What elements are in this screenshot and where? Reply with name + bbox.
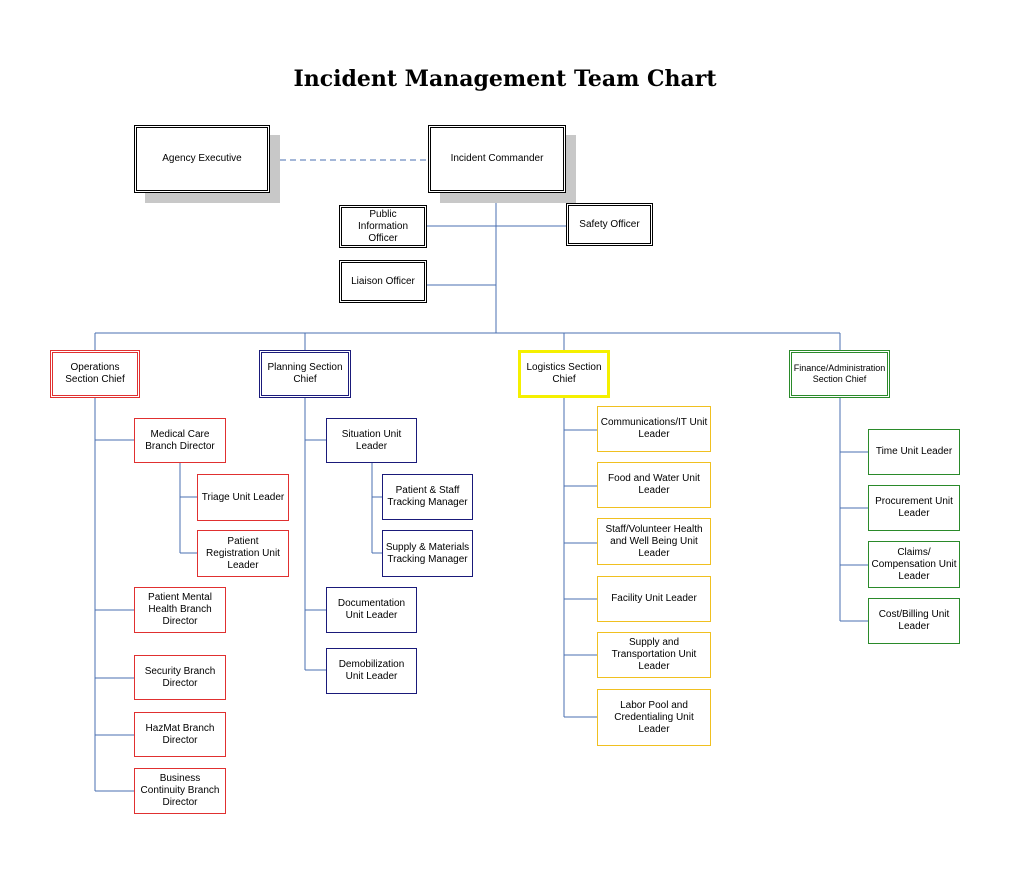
agency-executive-label: Agency Executive	[162, 153, 242, 164]
hazmat-branch-label: HazMat Branch Director	[145, 722, 215, 746]
supply-materials-tracking-label: Supply & Materials Tracking Manager	[385, 541, 470, 565]
time-unit-box: Time Unit Leader	[868, 429, 960, 475]
patient-registration-unit-label: Patient Registration Unit Leader	[206, 535, 280, 571]
procurement-unit-box: Procurement Unit Leader	[868, 485, 960, 531]
patient-registration-unit-box: Patient Registration Unit Leader	[197, 530, 289, 577]
finance-section-chief-label: Finance/Administration Section Chief	[793, 363, 886, 384]
business-continuity-branch-box: Business Continuity Branch Director	[134, 768, 226, 814]
hazmat-branch-box: HazMat Branch Director	[134, 712, 226, 757]
triage-unit-box: Triage Unit Leader	[197, 474, 289, 521]
security-branch-box: Security Branch Director	[134, 655, 226, 700]
incident-commander-box: Incident Commander	[428, 125, 566, 193]
facility-unit-label: Facility Unit Leader	[611, 593, 697, 604]
security-branch-label: Security Branch Director	[144, 665, 216, 689]
mental-health-branch-label: Patient Mental Health Branch Director	[148, 592, 212, 627]
demobilization-unit-box: Demobilization Unit Leader	[326, 648, 417, 694]
medical-care-branch-label: Medical Care Branch Director	[145, 428, 215, 452]
finance-section-chief-box: Finance/Administration Section Chief	[789, 350, 890, 398]
logistics-section-chief-box: Logistics Section Chief	[518, 350, 610, 398]
cost-billing-unit-label: Cost/Billing Unit Leader	[878, 609, 950, 632]
time-unit-label: Time Unit Leader	[875, 446, 953, 457]
labor-pool-unit-box: Labor Pool and Credentialing Unit Leader	[597, 689, 711, 746]
documentation-unit-label: Documentation Unit Leader	[337, 598, 406, 621]
supply-transportation-unit-label: Supply and Transportation Unit Leader	[611, 637, 697, 672]
cost-billing-unit-box: Cost/Billing Unit Leader	[868, 598, 960, 644]
claims-compensation-unit-label: Claims/ Compensation Unit Leader	[871, 546, 957, 582]
documentation-unit-box: Documentation Unit Leader	[326, 587, 417, 633]
situation-unit-box: Situation Unit Leader	[326, 418, 417, 463]
staff-health-unit-box: Staff/Volunteer Health and Well Being Un…	[597, 518, 711, 565]
logistics-section-chief-label: Logistics Section Chief	[526, 362, 602, 385]
facility-unit-box: Facility Unit Leader	[597, 576, 711, 622]
supply-materials-tracking-box: Supply & Materials Tracking Manager	[382, 530, 473, 577]
planning-section-chief-label: Planning Section Chief	[267, 362, 343, 385]
chart-title: Incident Management Team Chart	[293, 66, 717, 92]
business-continuity-branch-label: Business Continuity Branch Director	[140, 773, 220, 808]
food-water-unit-box: Food and Water Unit Leader	[597, 462, 711, 508]
incident-commander-label: Incident Commander	[450, 153, 544, 164]
food-water-unit-label: Food and Water Unit Leader	[608, 473, 700, 496]
medical-care-branch-box: Medical Care Branch Director	[134, 418, 226, 463]
public-information-officer-box: Public Information Officer	[339, 205, 427, 248]
liaison-officer-box: Liaison Officer	[339, 260, 427, 303]
mental-health-branch-box: Patient Mental Health Branch Director	[134, 587, 226, 633]
labor-pool-unit-label: Labor Pool and Credentialing Unit Leader	[614, 699, 694, 735]
agency-executive-box: Agency Executive	[134, 125, 270, 193]
operations-section-chief-label: Operations Section Chief	[65, 362, 125, 385]
supply-transportation-unit-box: Supply and Transportation Unit Leader	[597, 632, 711, 678]
patient-staff-tracking-label: Patient & Staff Tracking Manager	[387, 485, 468, 508]
staff-health-unit-label: Staff/Volunteer Health and Well Being Un…	[605, 523, 703, 559]
operations-section-chief-box: Operations Section Chief	[50, 350, 140, 398]
communications-it-unit-label: Communications/IT Unit Leader	[600, 417, 708, 440]
patient-staff-tracking-box: Patient & Staff Tracking Manager	[382, 474, 473, 520]
public-information-officer-label: Public Information Officer	[357, 208, 409, 244]
demobilization-unit-label: Demobilization Unit Leader	[338, 659, 405, 682]
communications-it-unit-box: Communications/IT Unit Leader	[597, 406, 711, 452]
procurement-unit-label: Procurement Unit Leader	[875, 496, 953, 519]
liaison-officer-label: Liaison Officer	[351, 275, 415, 287]
triage-unit-label: Triage Unit Leader	[201, 491, 285, 503]
safety-officer-label: Safety Officer	[579, 218, 640, 230]
claims-compensation-unit-box: Claims/ Compensation Unit Leader	[868, 541, 960, 588]
safety-officer-box: Safety Officer	[566, 203, 653, 246]
planning-section-chief-box: Planning Section Chief	[259, 350, 351, 398]
situation-unit-label: Situation Unit Leader	[341, 428, 402, 452]
